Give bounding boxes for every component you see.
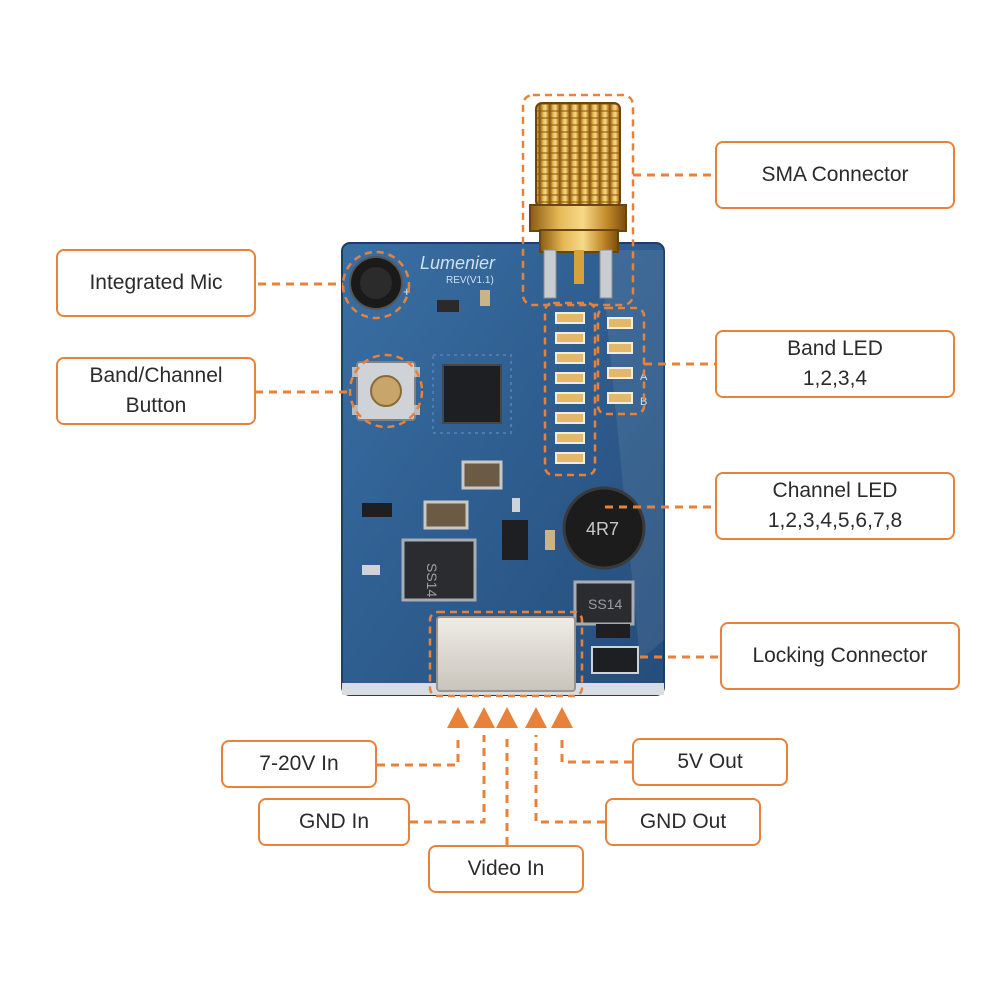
smd-part-10 (596, 624, 630, 638)
band-led-2 (607, 342, 633, 354)
label-video-in-text: Video In (467, 857, 545, 880)
highlight-band-leds (596, 306, 646, 416)
sma-thread (535, 102, 621, 208)
channel-led-7 (555, 432, 585, 444)
label-gnd-out: GND Out (605, 798, 761, 846)
diode-right-marking: SS14 (588, 596, 622, 612)
channel-led-2 (555, 332, 585, 344)
sma-hex (529, 204, 627, 232)
label-5v-out: 5V Out (632, 738, 788, 786)
label-sma-connector: SMA Connector (715, 141, 955, 209)
sma-pin-right (599, 249, 613, 299)
arrow-gnd-out (525, 707, 547, 728)
channel-led-8 (555, 452, 585, 464)
label-gnd-in: GND In (258, 798, 410, 846)
diode-left (401, 538, 477, 602)
band-led-4 (607, 392, 633, 404)
arrow-5v-out (551, 707, 573, 728)
label-sma-connector-text: SMA Connector (761, 163, 909, 186)
label-band-led-line2: 1,2,3,4 (802, 367, 868, 390)
label-gnd-in-text: GND In (298, 810, 369, 833)
smd-part-1 (437, 300, 459, 312)
band-led-column (607, 317, 633, 404)
board-brand: Lumenier (420, 253, 496, 273)
label-band-channel-button-line1: Band/Channel (89, 364, 223, 387)
led-marking-a: A (640, 371, 648, 383)
locking-connector-plug (436, 616, 576, 692)
smd-part-9 (362, 565, 380, 575)
label-7-20v-in: 7-20V In (221, 740, 377, 788)
smd-part-5 (362, 503, 392, 517)
label-integrated-mic-text: Integrated Mic (89, 271, 223, 294)
label-band-channel-button: Band/Channel Button (56, 357, 256, 425)
arrow-gnd-in (473, 707, 495, 728)
label-7-20v-in-text: 7-20V In (259, 752, 339, 775)
label-gnd-out-text: GND Out (639, 810, 727, 833)
button-pin-3 (352, 405, 358, 415)
label-5v-out-text: 5V Out (677, 750, 743, 773)
locking-connector-small (591, 646, 639, 674)
band-led-3 (607, 367, 633, 379)
smd-part-7 (512, 498, 520, 512)
label-band-channel-button-line2: Button (125, 394, 187, 417)
diode-left-marking: SS14 (424, 563, 440, 597)
mic-plus: + (403, 284, 411, 299)
arrow-7-20v (447, 707, 469, 728)
inductor-marking: 4R7 (586, 519, 619, 539)
label-channel-led-line2: 1,2,3,4,5,6,7,8 (767, 509, 903, 532)
channel-led-3 (555, 352, 585, 364)
board-revision: REV(V1.1) (446, 275, 494, 286)
smd-part-4 (423, 500, 469, 530)
highlight-connector (428, 610, 584, 698)
label-integrated-mic: Integrated Mic (56, 249, 256, 317)
mic-port (360, 267, 392, 299)
highlight-channel-leds (543, 301, 597, 477)
sma-connector-art (529, 102, 627, 299)
label-locking-connector-text: Locking Connector (752, 644, 928, 667)
label-band-led-lines: Band LED 1,2,3,4 (787, 334, 883, 394)
channel-led-column (555, 312, 585, 464)
label-band-led-line1: Band LED (787, 337, 883, 360)
leader-gnd-out (534, 735, 605, 824)
label-band-led: Band LED 1,2,3,4 (715, 330, 955, 398)
highlight-button (348, 353, 424, 429)
channel-led-1 (555, 312, 585, 324)
led-marking-b: B (640, 396, 647, 408)
smd-part-2 (480, 290, 490, 306)
sma-base (539, 229, 619, 253)
smd-part-8 (545, 530, 555, 550)
channel-led-4 (555, 372, 585, 384)
channel-led-5 (555, 392, 585, 404)
label-channel-led-lines: Channel LED 1,2,3,4,5,6,7,8 (768, 476, 902, 536)
label-band-channel-button-lines: Band/Channel Button (89, 361, 222, 421)
label-video-in: Video In (428, 845, 584, 893)
label-channel-led: Channel LED 1,2,3,4,5,6,7,8 (715, 472, 955, 540)
band-led-1 (607, 317, 633, 329)
button-cap (370, 375, 402, 407)
diode-right (573, 580, 635, 626)
sma-pin-center (574, 250, 584, 284)
main-ic (442, 364, 502, 424)
sma-pin-left (543, 249, 557, 299)
highlight-mic (341, 250, 411, 320)
arrow-video-in (496, 707, 518, 728)
label-channel-led-line1: Channel LED (772, 479, 898, 502)
leader-5v-out (560, 735, 632, 764)
button-pin-4 (414, 405, 420, 415)
smd-part-6 (502, 520, 528, 560)
ic-outline (432, 354, 512, 434)
channel-led-6 (555, 412, 585, 424)
leader-7-20v (377, 735, 460, 767)
smd-part-3 (461, 460, 503, 490)
label-locking-connector: Locking Connector (720, 622, 960, 690)
leader-gnd-in (410, 735, 486, 824)
